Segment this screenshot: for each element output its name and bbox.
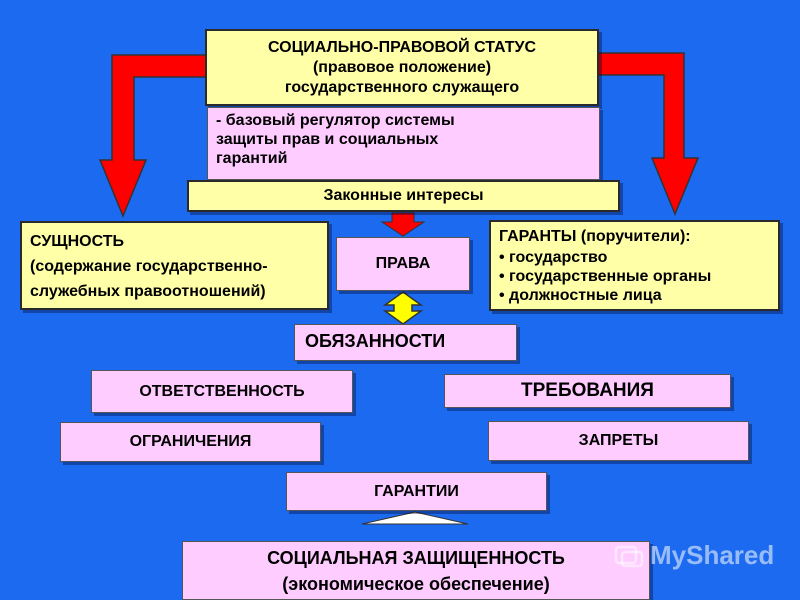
essence-title: СУЩНОСТЬ bbox=[30, 233, 125, 250]
guarantees-label: ГАРАНТИИ bbox=[374, 482, 459, 500]
guarantees-box: ГАРАНТИИ bbox=[286, 472, 547, 511]
watermark-text: MyShared bbox=[650, 540, 775, 570]
social-protection-box: СОЦИАЛЬНАЯ ЗАЩИЩЕННОСТЬ (экономическое о… bbox=[182, 541, 650, 600]
guarantors-list: государство государственные органы должн… bbox=[499, 248, 770, 305]
legal-interests-label: Законные интересы bbox=[323, 187, 484, 204]
requirements-box: ТРЕБОВАНИЯ bbox=[444, 374, 731, 408]
watermark-logo-icon bbox=[614, 545, 644, 567]
left-red-arrow bbox=[98, 54, 208, 218]
social-protection-subtitle: (экономическое обеспечение) bbox=[282, 573, 550, 594]
basic-regulator-box: - базовый регулятор системы защиты прав … bbox=[207, 107, 600, 180]
guarantors-title: ГАРАНТЫ (поручители): bbox=[499, 228, 691, 245]
status-title: СОЦИАЛЬНО-ПРАВОВОЙ СТАТУС bbox=[267, 38, 537, 56]
duties-label: ОБЯЗАННОСТИ bbox=[305, 331, 446, 351]
regulator-line-3: гарантий bbox=[216, 150, 288, 167]
social-protection-title: СОЦИАЛЬНАЯ ЗАЩИЩЕННОСТЬ bbox=[267, 547, 565, 568]
status-subject: государственного служащего bbox=[284, 78, 520, 96]
guarantor-item: должностные лица bbox=[499, 286, 770, 305]
guarantor-item: государство bbox=[499, 248, 770, 267]
requirements-label: ТРЕБОВАНИЯ bbox=[521, 380, 654, 401]
duties-box: ОБЯЗАННОСТИ bbox=[294, 324, 517, 361]
watermark: MyShared bbox=[614, 540, 774, 571]
prohibitions-label: ЗАПРЕТЫ bbox=[578, 432, 659, 449]
rights-red-arrow bbox=[380, 212, 426, 237]
social-legal-status-box: СОЦИАЛЬНО-ПРАВОВОЙ СТАТУС (правовое поло… bbox=[205, 29, 599, 106]
regulator-line-2: защиты прав и социальных bbox=[216, 131, 439, 148]
social-protection-up-arrow bbox=[361, 511, 469, 525]
rights-box: ПРАВА bbox=[336, 237, 470, 291]
restrictions-box: ОГРАНИЧЕНИЯ bbox=[60, 422, 321, 462]
guarantors-box: ГАРАНТЫ (поручители): государство госуда… bbox=[489, 220, 780, 311]
right-red-arrow bbox=[597, 52, 700, 216]
restrictions-label: ОГРАНИЧЕНИЯ bbox=[129, 433, 252, 450]
regulator-line-1: - базовый регулятор системы bbox=[216, 112, 455, 129]
guarantor-item: государственные органы bbox=[499, 267, 770, 286]
essence-box: СУЩНОСТЬ (содержание государственно- слу… bbox=[20, 221, 329, 310]
rights-duties-double-arrow bbox=[382, 291, 424, 325]
essence-line-2: (содержание государственно- bbox=[30, 258, 268, 275]
status-subtitle: (правовое положение) bbox=[312, 58, 492, 76]
rights-label: ПРАВА bbox=[375, 255, 431, 272]
responsibility-label: ОТВЕТСТВЕННОСТЬ bbox=[139, 382, 305, 400]
essence-line-3: служебных правоотношений) bbox=[30, 283, 266, 300]
prohibitions-box: ЗАПРЕТЫ bbox=[488, 421, 749, 461]
responsibility-box: ОТВЕТСТВЕННОСТЬ bbox=[91, 370, 353, 413]
legal-interests-box: Законные интересы bbox=[187, 180, 620, 212]
